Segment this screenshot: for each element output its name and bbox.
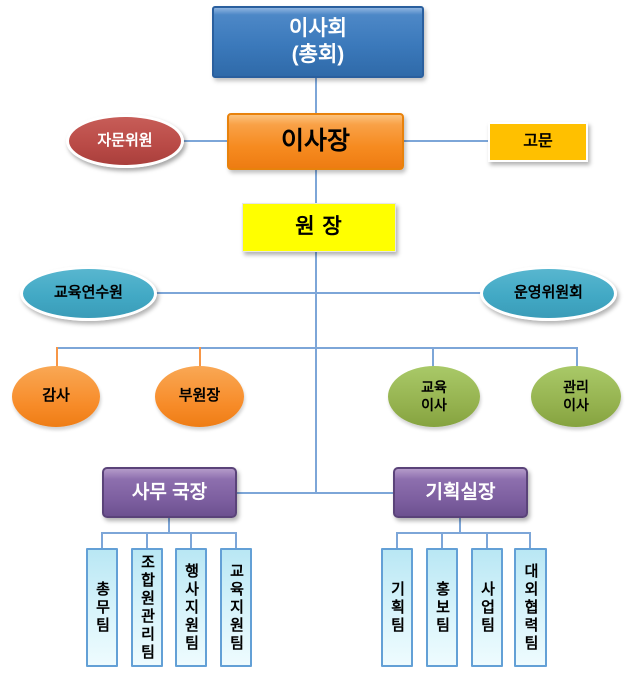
node-board: 이사회 (총회): [212, 6, 424, 78]
connector-drop-admin-team-1: [101, 532, 103, 548]
node-team-planning: 기획팀: [381, 548, 413, 667]
connector-drop-admin-team-4: [235, 532, 237, 548]
connector-chairman-advisor: [404, 140, 488, 142]
connector-drop-education-director: [432, 347, 434, 368]
node-team-general-affairs: 총무팀: [86, 548, 118, 667]
node-team-event-support: 행사지원팀: [175, 548, 207, 667]
node-team-external-cooperation: 대외협력팀: [514, 548, 547, 667]
connector-advisory-chairman: [181, 140, 227, 142]
connector-secretary-planning: [237, 492, 393, 494]
node-steering-committee: 운영위원회: [480, 266, 617, 321]
connector-drop-admin-team-2: [146, 532, 148, 548]
team-label: 기획팀: [388, 580, 406, 635]
connector-board-chairman: [315, 78, 317, 115]
connector-center-spine: [315, 252, 317, 494]
team-label: 총무팀: [93, 580, 111, 635]
connector-admin-teams-branch: [101, 532, 237, 534]
connector-drop-management-director: [576, 347, 578, 368]
connector-officers-branch: [56, 347, 578, 349]
connector-training-steering: [155, 292, 481, 294]
team-label: 조합원관리팀: [138, 553, 156, 662]
team-label: 행사지원팀: [182, 562, 200, 653]
node-team-business: 사업팀: [471, 548, 503, 667]
connector-drop-vice-director: [199, 347, 201, 368]
node-team-education-support: 교육지원팀: [220, 548, 252, 667]
node-auditor: 감사: [12, 366, 100, 427]
node-team-member-management: 조합원관리팀: [131, 548, 163, 667]
connector-drop-planning-team-1: [396, 532, 398, 548]
connector-planning-down: [459, 518, 461, 534]
node-management-director: 관리 이사: [531, 366, 621, 427]
team-label: 대외협력팀: [522, 562, 539, 653]
connector-drop-admin-team-3: [190, 532, 192, 548]
team-label: 홍보팀: [433, 580, 451, 635]
node-vice-director: 부원장: [155, 366, 244, 427]
connector-secretary-down: [168, 518, 170, 534]
node-education-director: 교육 이사: [388, 366, 480, 427]
connector-drop-planning-team-3: [486, 532, 488, 548]
node-secretary-general: 사무 국장: [102, 467, 237, 518]
connector-drop-planning-team-4: [529, 532, 531, 548]
team-label: 교육지원팀: [227, 562, 245, 653]
connector-chairman-director: [315, 170, 317, 204]
team-label: 사업팀: [478, 580, 496, 635]
node-advisor: 고문: [488, 122, 588, 162]
node-training-center: 교육연수원: [20, 266, 157, 321]
node-planning-head: 기획실장: [393, 467, 528, 518]
node-director: 원 장: [242, 203, 396, 252]
connector-planning-teams-branch: [396, 532, 531, 534]
connector-drop-auditor: [56, 347, 58, 368]
node-team-public-relations: 홍보팀: [426, 548, 458, 667]
connector-drop-planning-team-2: [441, 532, 443, 548]
node-chairman: 이사장: [227, 113, 404, 170]
node-advisory-committee: 자문위원: [66, 114, 184, 168]
